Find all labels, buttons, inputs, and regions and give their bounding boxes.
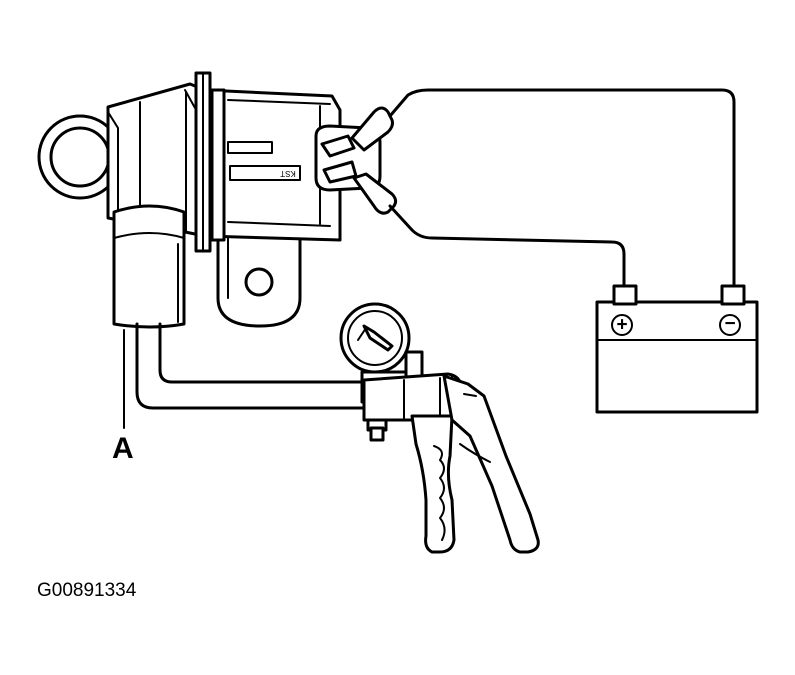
vacuum-switching-valve: KST [37, 71, 382, 329]
svg-text:KST: KST [280, 169, 296, 178]
vacuum-gauge [339, 302, 411, 378]
electrical-wiring [350, 88, 736, 288]
battery-positive-terminal [612, 284, 638, 306]
hand-vacuum-pump [339, 302, 540, 554]
negative-symbol: − [724, 314, 735, 335]
negative-terminal-icon [719, 314, 741, 336]
battery: + − [595, 284, 759, 414]
callout-label-a: A [112, 432, 134, 465]
positive-terminal-icon [611, 314, 633, 336]
vacuum-hose [135, 322, 366, 410]
battery-negative-terminal [720, 284, 746, 306]
positive-symbol: + [616, 315, 627, 336]
figure-id: G00891334 [37, 580, 137, 601]
